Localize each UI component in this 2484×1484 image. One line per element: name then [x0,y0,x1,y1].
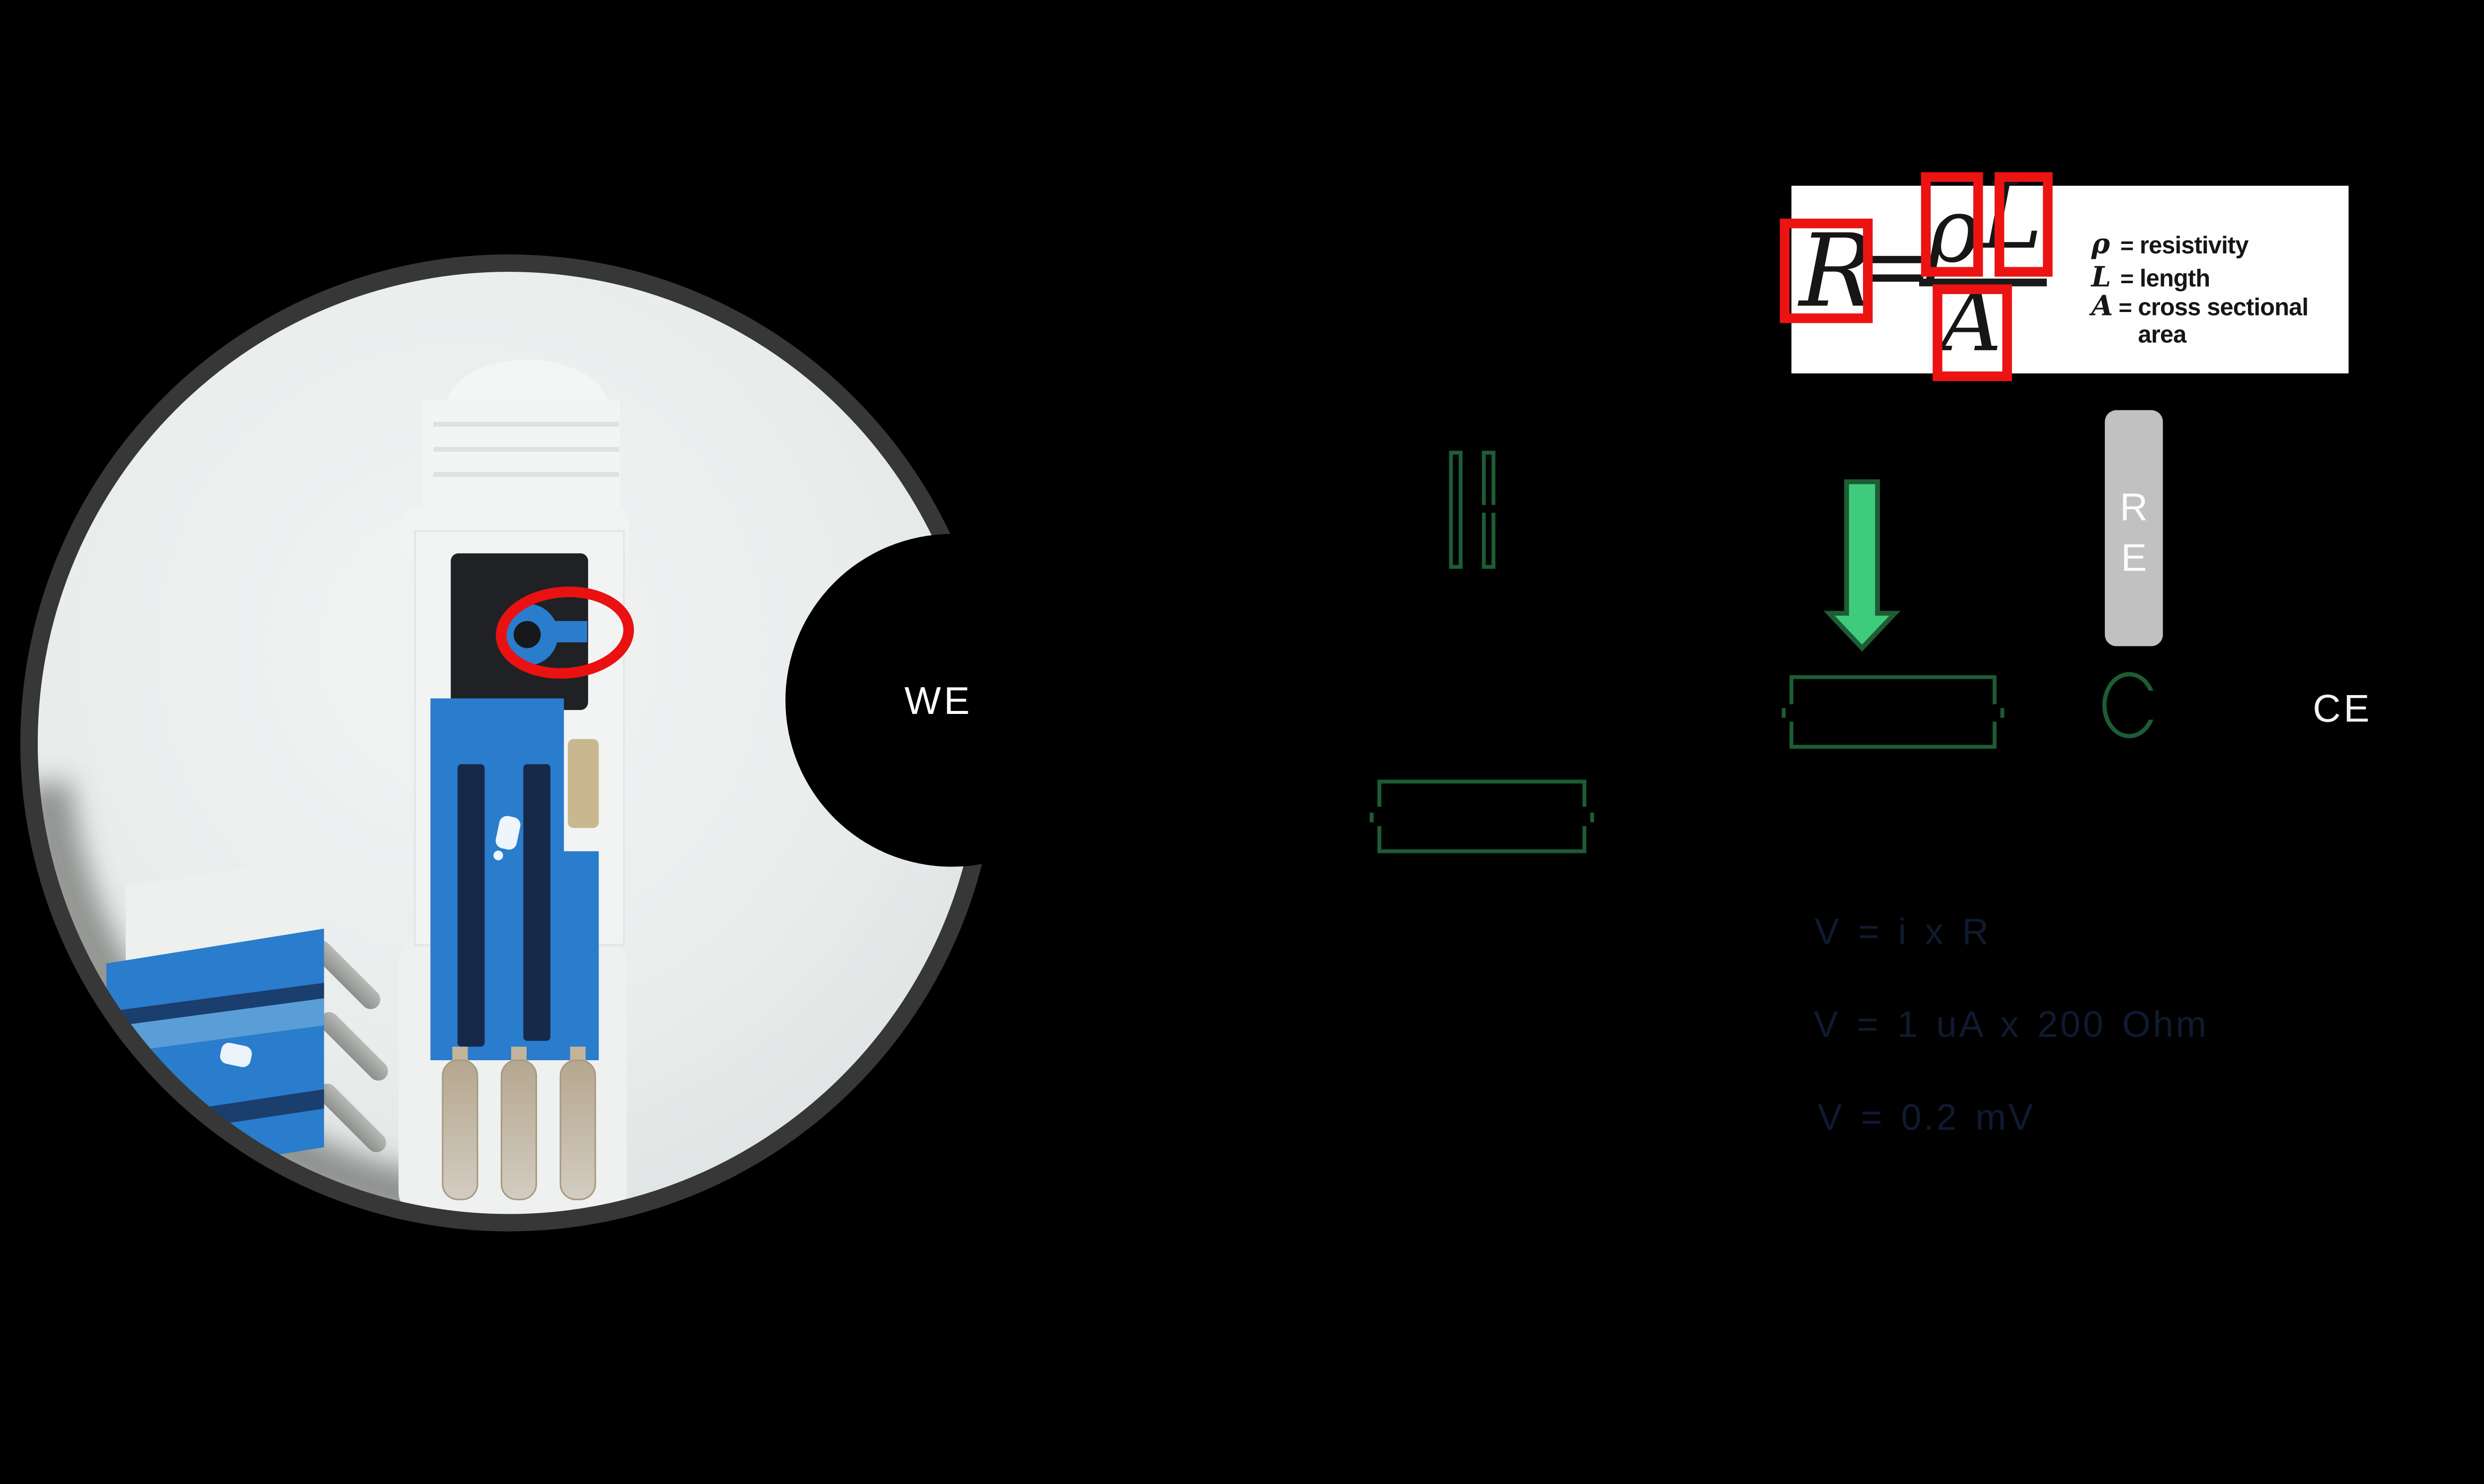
legend-definition: cross sectional area [2138,294,2309,348]
resistance-formula-card: R = ρ L A ρ = resistivity L = length A =… [1780,170,2349,382]
highlight-box-R [1780,219,1873,323]
legend-equals: = [2120,264,2134,292]
highlight-box-rho [1921,172,1983,277]
notch [1579,807,1590,826]
reference-electrode-pill: R E [2104,410,2163,646]
red-highlight-ellipse [495,586,633,679]
legend-equals: = [2118,294,2132,321]
tick [2000,707,2005,717]
notch [1374,807,1385,826]
formula-rho: ρ [1927,178,1979,283]
ohms-law-equation: V = i x R [1814,912,1991,953]
ohms-law-substitution: V = 1 uA x 200 Ohm [1813,1005,2209,1046]
sensor-photo [19,254,997,1232]
formula-fraction-bar [1919,277,2047,287]
legend-row-resistivity: ρ = resistivity [2091,228,2249,261]
main-test-strip [397,360,628,1215]
we-cutout-circle [785,534,1118,867]
working-electrode-label: WE [904,680,973,723]
electrode-bar-left [1448,450,1462,569]
legend-row-length: L = length [2091,260,2211,293]
formula-R: R [1799,215,1875,331]
highlight-box-A [1933,284,2012,382]
tick [1369,811,1374,822]
electrode-arm [553,621,586,642]
trace-outline-box [1377,780,1587,854]
legend-definition: resistivity [2139,232,2249,259]
tick [1781,707,1786,717]
formula-L: L [1981,162,2043,271]
green-down-arrow-icon [1823,479,1901,652]
ohms-law-result: V = 0.2 mV [1817,1098,2035,1140]
re-letter-r: R [2120,487,2148,530]
counter-electrode-label: CE [2313,688,2373,731]
legend-definition: length [2139,264,2210,292]
notch [1786,703,1796,722]
legend-row-area: A = cross sectional area [2091,290,2349,348]
highlight-box-L [1994,172,2053,277]
open-circle-outline [2102,672,2163,738]
legend-symbol: ρ [2091,228,2110,261]
tick [1590,811,1595,822]
re-letter-e: E [2121,538,2147,581]
contact-pads [441,1046,595,1200]
resistor-outline-box [1789,675,1997,749]
legend-symbol: A [2091,290,2113,323]
crack-notch [1479,504,1500,513]
notch [1990,703,2000,722]
legend-symbol: L [2091,260,2111,293]
legend-equals: = [2120,232,2134,259]
connector-prongs [310,940,388,1153]
